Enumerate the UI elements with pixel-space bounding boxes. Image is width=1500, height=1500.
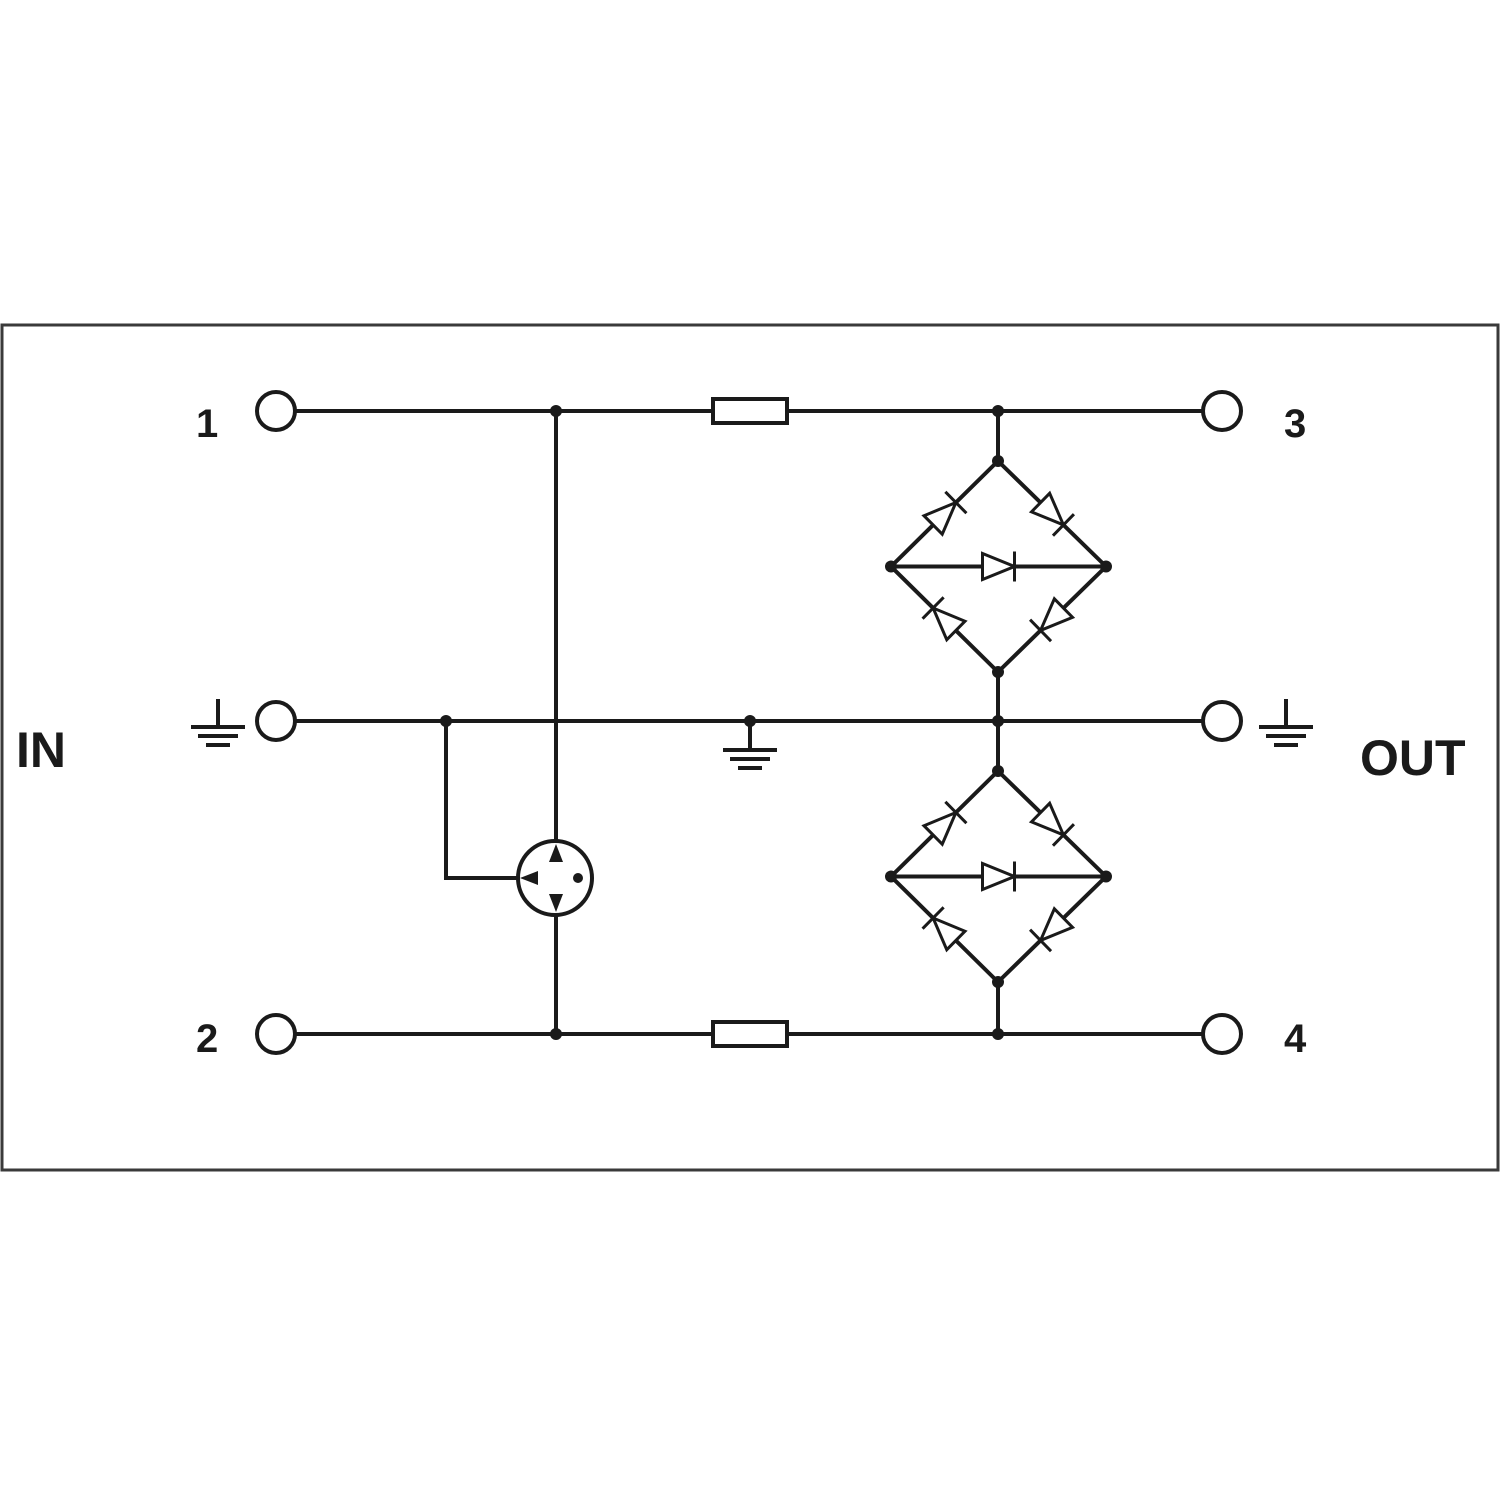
diode-icon — [921, 906, 968, 953]
diode-icon — [921, 490, 968, 537]
diagram-frame — [0, 323, 1500, 1172]
junction-dot — [992, 765, 1004, 777]
diode-icon — [1028, 800, 1076, 847]
junction-dot — [992, 455, 1004, 467]
terminal-label-3: 3 — [1284, 402, 1306, 446]
input-label: IN — [16, 722, 66, 778]
terminal-4 — [1201, 1013, 1243, 1055]
ground-icon — [191, 699, 245, 747]
terminal-label-2: 2 — [196, 1017, 218, 1061]
diode-bridge-top — [885, 455, 1112, 678]
junction-dots — [440, 405, 1004, 1040]
terminal-2 — [255, 1013, 297, 1055]
diode-icon — [1028, 906, 1076, 953]
junction-dot — [1100, 560, 1112, 573]
terminal-label-4: 4 — [1284, 1017, 1307, 1061]
junction-dot — [744, 715, 756, 727]
diode-bridge-bottom — [885, 765, 1112, 988]
terminal-ground-out — [1201, 700, 1243, 742]
ground-icon — [723, 748, 777, 770]
junction-dot — [992, 715, 1004, 727]
diode-icon — [921, 800, 968, 847]
junction-dot — [550, 405, 562, 417]
junction-dot — [550, 1028, 562, 1040]
output-label: OUT — [1360, 730, 1466, 786]
terminal-ground-in — [255, 700, 297, 742]
junction-dot — [992, 666, 1004, 678]
diode-icon — [981, 551, 1019, 582]
junction-dot — [885, 560, 897, 573]
junction-dot — [992, 976, 1004, 988]
junction-dot — [1100, 870, 1112, 883]
ground-icon — [1259, 699, 1313, 747]
diode-icon — [1028, 490, 1076, 537]
junction-dot — [992, 1028, 1004, 1040]
junction-dot — [440, 715, 452, 727]
diode-icon — [921, 596, 968, 643]
terminal-1 — [255, 390, 297, 432]
terminal-3 — [1201, 390, 1243, 432]
junction-dot — [992, 405, 1004, 417]
diode-icon — [981, 861, 1019, 892]
terminal-label-1: 1 — [196, 402, 218, 446]
gas-discharge-tube-icon — [516, 839, 594, 917]
resistor-bottom — [711, 1020, 789, 1048]
junction-dot — [885, 870, 897, 883]
diode-icon — [1028, 596, 1076, 643]
resistor-top — [711, 397, 789, 425]
wire-tube-ground — [444, 719, 520, 880]
